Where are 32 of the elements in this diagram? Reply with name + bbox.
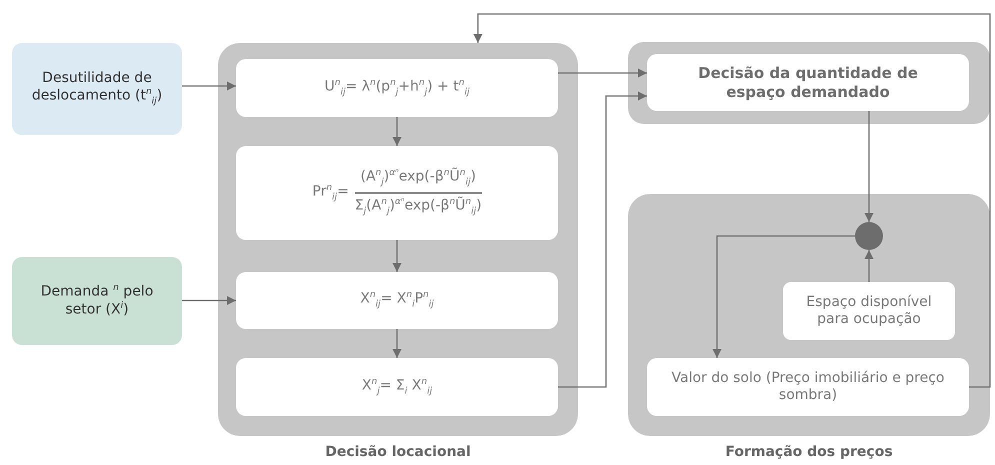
arrow (392, 240, 402, 272)
formula-denominator: Σ$_{j}$(A$^{n}$$_{j}$)$^{αⁿ}$exp(-β$^{n}$Ũ$^{n}$$_{ij}$) (354, 196, 482, 218)
junction-circle (855, 222, 883, 250)
arrow (864, 111, 874, 222)
formula-box (236, 358, 558, 416)
process-box (783, 282, 955, 340)
process-label: Valor do solo (Preço imobiliário e preço sombra) (670, 370, 946, 404)
arrow (182, 82, 236, 90)
arrow (392, 117, 402, 146)
arrow (558, 68, 647, 78)
group-title: Formação dos preços (724, 444, 894, 462)
formula: Pr$^{n}$$_{ij}$= (312, 182, 349, 204)
input-label: Desutilidade de deslocamento (t$^{n}$$_{ij}$) (30, 70, 164, 108)
input-box (12, 257, 182, 345)
input-label: Demanda $^{n}$ pelo setor (X$^{i}$) (40, 282, 154, 320)
formula-box (236, 272, 558, 329)
arrow (392, 329, 402, 358)
process-box (647, 54, 969, 111)
arrow (558, 92, 647, 388)
process-label: Decisão da quantidade de espaço demandado (697, 64, 919, 102)
input-box (12, 43, 182, 135)
formula-box (236, 146, 558, 240)
arrow (712, 235, 855, 358)
arrow (182, 296, 236, 305)
formula-numerator: (A$^{n}$$_{j}$)$^{αⁿ}$exp(-β$^{n}$Ũ$^{n}$$_{ij}$) (360, 168, 476, 190)
group-panel (628, 42, 990, 124)
group-title: Decisão locacional (324, 444, 472, 462)
formula-box (236, 59, 558, 117)
process-label: Espaço disponível para ocupação (805, 294, 933, 328)
arrow (864, 250, 874, 282)
arrow (473, 13, 991, 388)
process-box (647, 358, 969, 416)
